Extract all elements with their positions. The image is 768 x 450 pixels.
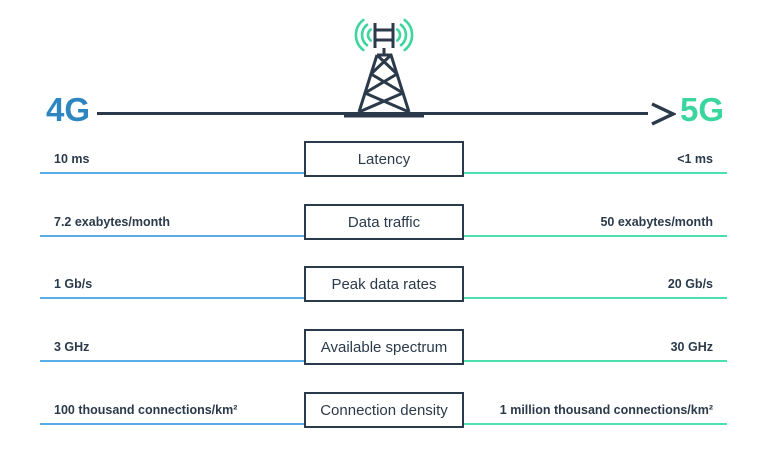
- 4g-underline: [40, 423, 384, 425]
- 4g-underline: [40, 235, 384, 237]
- metric-box: Connection density: [304, 392, 464, 428]
- 4g-value: 7.2 exabytes/month: [54, 215, 171, 229]
- 5g-underline: [384, 172, 727, 174]
- metric-label: Connection density: [320, 401, 448, 419]
- metric-box: Data traffic: [304, 204, 464, 240]
- comparison-row-peak-data-rates: 1 Gb/s 20 Gb/s Peak data rates: [0, 257, 768, 305]
- comparison-row-available-spectrum: 3 GHz 30 GHz Available spectrum: [0, 320, 768, 368]
- metric-label: Available spectrum: [320, 338, 448, 356]
- metric-box: Peak data rates: [304, 266, 464, 302]
- 4g-value: 3 GHz: [54, 340, 90, 354]
- 4g-value: 10 ms: [54, 152, 90, 166]
- 4g-value: 100 thousand connections/km²: [54, 403, 238, 417]
- radio-waves-icon: [354, 18, 414, 52]
- comparison-row-connection-density: 100 thousand connections/km² 1 million t…: [0, 383, 768, 431]
- 5g-value: <1 ms: [677, 152, 713, 166]
- 5g-value: 30 GHz: [670, 340, 713, 354]
- arrow-right-icon: [651, 102, 676, 126]
- comparison-row-latency: 10 ms <1 ms Latency: [0, 132, 768, 180]
- 4g-value: 1 Gb/s: [54, 277, 93, 291]
- 5g-label: 5G: [680, 91, 725, 128]
- metric-label: Data traffic: [347, 213, 421, 231]
- 4g-underline: [40, 297, 384, 299]
- metric-label: Latency: [357, 150, 411, 168]
- 4g-underline: [40, 360, 384, 362]
- metric-label: Peak data rates: [331, 275, 437, 293]
- 5g-underline: [384, 235, 727, 237]
- 5g-value: 50 exabytes/month: [600, 215, 713, 229]
- 5g-underline: [384, 297, 727, 299]
- 5g-underline: [384, 423, 727, 425]
- comparison-row-data-traffic: 7.2 exabytes/month 50 exabytes/month Dat…: [0, 195, 768, 243]
- metric-box: Latency: [304, 141, 464, 177]
- metric-box: Available spectrum: [304, 329, 464, 365]
- 5g-value: 20 Gb/s: [667, 277, 713, 291]
- 4g-underline: [40, 172, 384, 174]
- 5g-value: 1 million thousand connections/km²: [499, 403, 713, 417]
- cell-tower-icon: [344, 18, 424, 118]
- 4g-label: 4G: [46, 91, 91, 128]
- 5g-underline: [384, 360, 727, 362]
